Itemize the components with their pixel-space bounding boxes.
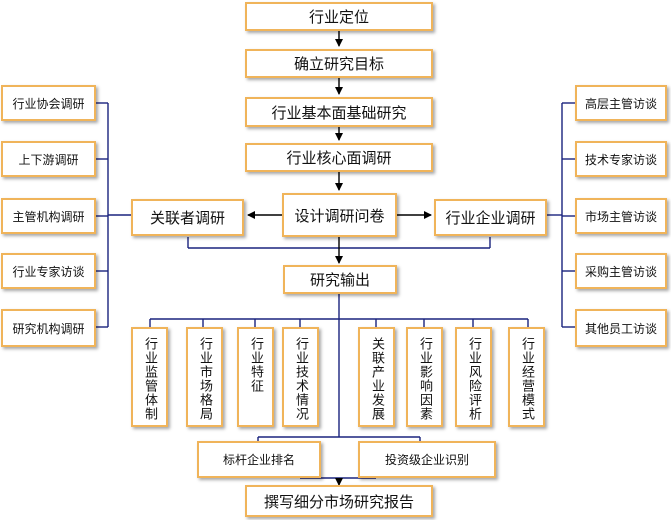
output-item: 行业特征 [237, 327, 274, 427]
output-item: 关联产业发展 [358, 327, 395, 427]
left-item: 行业专家访谈 [1, 253, 96, 289]
right-item: 高层主管访谈 [575, 85, 667, 121]
flow-step-1: 行业定位 [245, 2, 433, 31]
left-item: 行业协会调研 [1, 85, 96, 121]
flow-step-3: 行业基本面基础研究 [245, 97, 433, 127]
output-item: 行业市场格局 [186, 327, 223, 427]
enterprise-research-box: 行业企业调研 [434, 199, 547, 236]
output-item: 行业影响因素 [406, 327, 443, 427]
flow-step-2: 确立研究目标 [245, 49, 433, 78]
left-item: 主管机构调研 [1, 198, 96, 234]
left-item: 研究机构调研 [1, 309, 96, 347]
flow-step-4: 行业核心面调研 [245, 143, 433, 172]
investment-identification-box: 投资级企业识别 [358, 441, 496, 478]
output-item: 行业风险评析 [455, 327, 492, 427]
stakeholder-research-box: 关联者调研 [131, 199, 244, 236]
right-item: 其他员工访谈 [575, 309, 667, 347]
output-item: 行业监管体制 [131, 327, 168, 427]
left-item: 上下游调研 [1, 141, 96, 177]
right-item: 技术专家访谈 [575, 141, 667, 177]
output-item: 行业技术情况 [282, 327, 319, 427]
questionnaire-box: 设计调研问卷 [282, 193, 397, 237]
output-item: 行业经营模式 [508, 327, 545, 427]
final-report-box: 撰写细分市场研究报告 [245, 485, 433, 517]
right-item: 市场主管访谈 [575, 198, 667, 234]
benchmark-ranking-box: 标杆企业排名 [197, 441, 321, 478]
research-output-box: 研究输出 [283, 265, 397, 294]
right-item: 采购主管访谈 [575, 253, 667, 289]
